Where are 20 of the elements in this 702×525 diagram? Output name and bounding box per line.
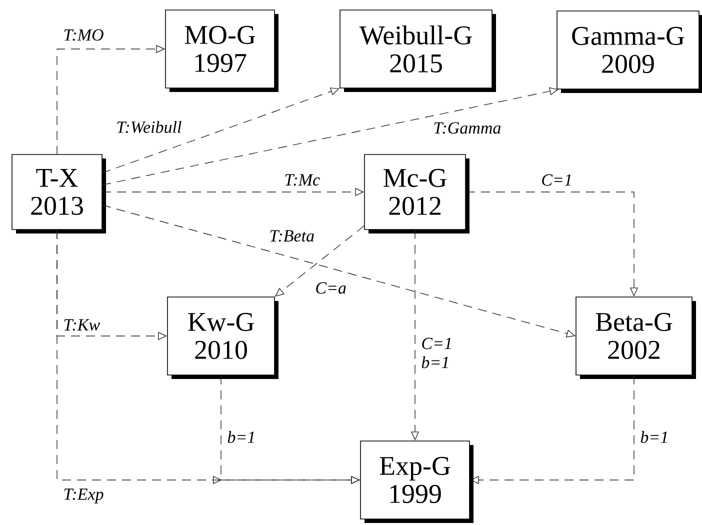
node-box: Beta-G 2002 [576,296,696,379]
edge-label: b=1 [639,430,670,444]
node-box: MO-G 1997 [165,10,278,92]
edge-label: C=1 b=1 [420,336,456,370]
node-box: Mc-G 2012 [364,154,470,234]
edge-label: T:Beta [268,229,316,243]
node-box: Kw-G 2010 [167,296,278,379]
edge-label: T:Kw [62,318,102,332]
node-box: Exp-G 1999 [360,440,474,523]
node-box: Weibull-G 2015 [340,10,496,92]
edge-label: T:Mc [283,173,322,187]
node-box: Gamma-G 2009 [556,10,702,93]
edge-label: T:Gamma [432,121,502,135]
edge-label: C=1 [540,173,574,187]
node-box: T-X 2013 [12,154,106,234]
edge-label: T:Weibull [115,120,183,134]
edge-label: T:MO [62,28,105,42]
edge-label: T:Exp [62,488,105,504]
edge-label: C=a [314,281,348,295]
edge-label: b=1 [226,430,257,444]
